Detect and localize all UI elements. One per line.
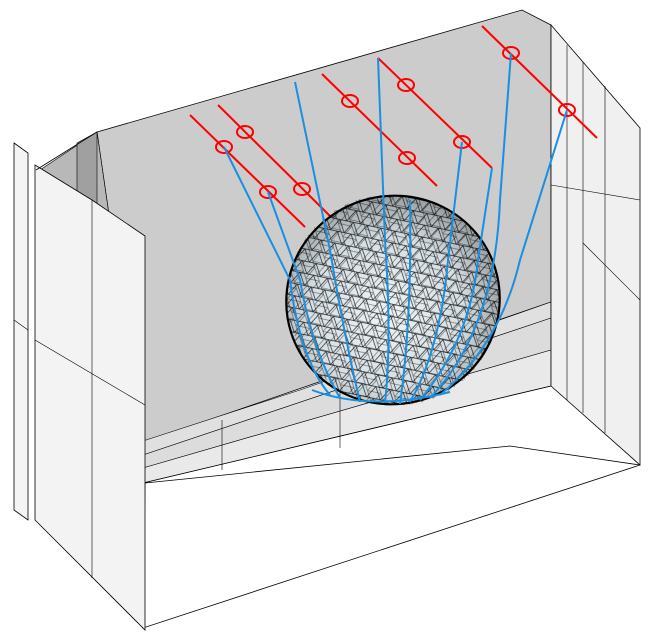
- winch-circle: [341, 94, 359, 108]
- rope: [399, 199, 412, 405]
- rope: [419, 167, 493, 401]
- winch-circle: [398, 151, 416, 165]
- rope-group: [223, 52, 568, 405]
- right-wall: [550, 23, 641, 466]
- rope: [439, 109, 568, 396]
- right-wall-band-2: [582, 242, 641, 301]
- truss-4: [377, 57, 493, 169]
- winch-circle: [293, 182, 311, 196]
- rope: [311, 389, 451, 403]
- right-wall-band-1: [550, 184, 641, 201]
- truss-3: [321, 73, 438, 187]
- rope: [267, 191, 341, 399]
- stage-floor: [142, 445, 641, 629]
- left-wall-band: [34, 339, 146, 406]
- truss-5: [481, 25, 598, 139]
- rope: [223, 146, 331, 396]
- rope: [377, 57, 390, 404]
- winch-circle: [236, 125, 254, 139]
- ramp-edge: [142, 385, 552, 484]
- winch-circle: [259, 185, 277, 199]
- winch-circle: [558, 103, 576, 117]
- left-wall-band-2: [13, 319, 29, 331]
- truss-1: [189, 114, 306, 228]
- rope: [409, 141, 463, 403]
- truss-group: [189, 25, 598, 228]
- truss-2: [217, 104, 333, 219]
- left-wall-front: [34, 164, 146, 631]
- winch-circle: [215, 140, 233, 154]
- left-wall-outer: [13, 142, 29, 521]
- winch-circle: [397, 78, 415, 92]
- rope: [429, 52, 512, 399]
- rope: [294, 81, 361, 403]
- proscenium-top: [35, 131, 98, 171]
